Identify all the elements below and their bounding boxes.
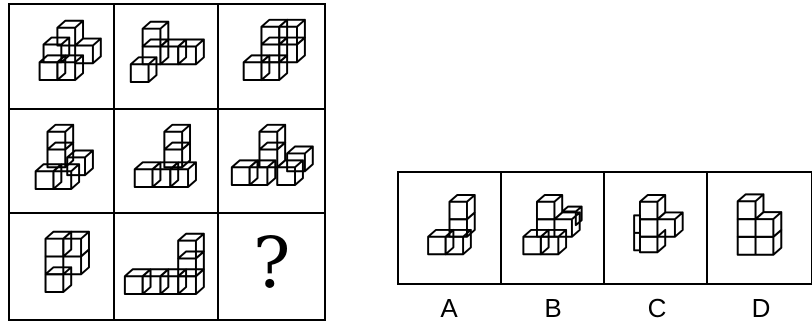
grid-cell-8	[115, 214, 220, 319]
cube-figure-5	[133, 123, 197, 188]
grid-cell-1	[10, 5, 115, 110]
grid-cell-9: ?	[219, 214, 324, 319]
grid-cell-6	[219, 110, 324, 215]
option-d[interactable]	[708, 173, 811, 283]
option-b[interactable]	[502, 173, 605, 283]
cube-figure-4	[34, 123, 94, 190]
cube-figure-7	[44, 231, 90, 294]
answer-options	[397, 171, 812, 285]
option-b-label: B	[544, 293, 562, 323]
option-d-label: D	[751, 293, 771, 323]
grid-cell-4	[10, 109, 115, 215]
option-labels: A B C D	[397, 294, 812, 322]
puzzle-grid: ?	[8, 3, 326, 321]
option-a-figure	[427, 194, 476, 256]
option-d-figure	[736, 193, 783, 256]
grid-cell-2	[114, 5, 220, 110]
cube-figure-1	[38, 19, 102, 82]
question-mark: ?	[252, 222, 291, 305]
grid-cell-7	[10, 214, 115, 319]
grid-cell-3	[219, 5, 324, 110]
cube-figure-8	[123, 233, 205, 296]
grid-cell-5	[114, 109, 220, 215]
option-a-label: A	[440, 293, 458, 323]
option-b-figure	[522, 194, 583, 256]
option-a[interactable]	[399, 173, 502, 283]
cube-figure-3	[243, 18, 307, 82]
option-c[interactable]	[605, 173, 708, 283]
cube-figure-2	[129, 20, 205, 83]
cube-figure-6	[231, 123, 315, 186]
option-c-label: C	[647, 293, 667, 323]
option-c-figure	[633, 194, 684, 254]
